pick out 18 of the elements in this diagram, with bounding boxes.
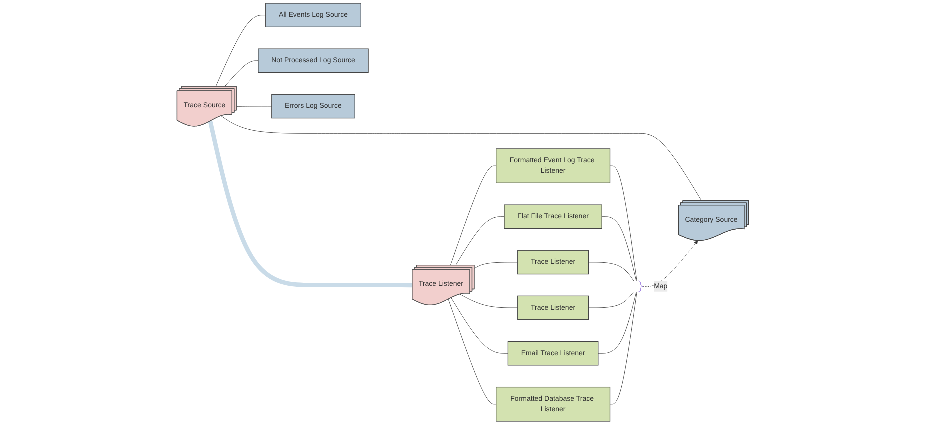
- connector: [588, 262, 634, 282]
- connector: [610, 166, 638, 282]
- connector: [216, 15, 266, 87]
- connector: [224, 60, 259, 87]
- connector: [610, 292, 638, 405]
- connector: [208, 120, 413, 288]
- connector: [448, 299, 497, 405]
- connector: [221, 116, 702, 202]
- connector: [474, 262, 518, 269]
- connector: [602, 216, 637, 282]
- connector: [460, 294, 518, 308]
- connector: [588, 292, 634, 308]
- connector: [450, 166, 497, 266]
- connector: [456, 216, 505, 266]
- connector: [236, 106, 272, 107]
- connector: [598, 292, 637, 354]
- node-bracket: [638, 280, 644, 292]
- connector: [451, 298, 508, 354]
